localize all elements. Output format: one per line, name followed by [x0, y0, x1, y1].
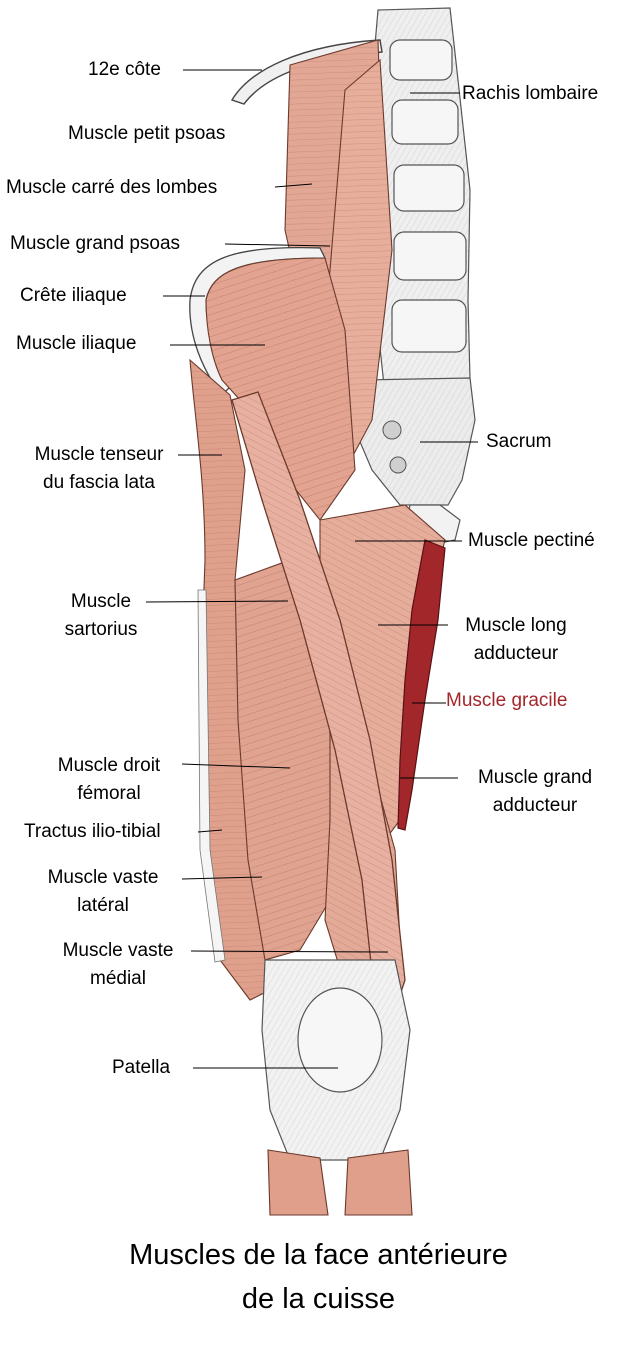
label-quadratus-lumborum: Muscle carré des lombes: [6, 177, 218, 198]
label-adductor-magnus-line1: Muscle grand: [477, 767, 593, 788]
label-iliacus: Muscle iliaque: [16, 333, 137, 354]
label-12th-rib: 12e côte: [88, 59, 161, 80]
label-vastus-lateralis-line2: latéral: [77, 895, 129, 916]
patella-knee: [261, 959, 411, 1161]
figure-title-line1: Muscles de la face antérieure: [129, 1239, 508, 1271]
label-sartorius: Muscle sartorius: [45, 588, 157, 644]
label-patella: Patella: [112, 1057, 171, 1078]
label-psoas-minor: Muscle petit psoas: [68, 123, 226, 144]
label-vastus-medialis-line2: médial: [90, 968, 146, 989]
label-gracilis: Muscle gracile: [446, 690, 568, 711]
label-iliotibial-tract: Tractus ilio-tibial: [24, 821, 161, 842]
label-vastus-lateralis: Muscle vaste latéral: [26, 864, 180, 920]
label-adductor-magnus-line2: adducteur: [492, 795, 578, 816]
label-adductor-longus-line1: Muscle long: [465, 615, 567, 636]
sacrum-bone: [354, 377, 476, 546]
label-adductor-magnus: Muscle grand adducteur: [460, 764, 610, 820]
lower-leg-medial: [344, 1149, 413, 1216]
label-sartorius-line2: sartorius: [64, 619, 138, 640]
label-sartorius-line1: Muscle: [70, 591, 132, 612]
label-tensor-line1: Muscle tenseur: [34, 444, 164, 465]
label-adductor-longus: Muscle long adducteur: [448, 612, 584, 668]
label-iliac-crest: Crête iliaque: [20, 285, 127, 306]
label-adductor-longus-line2: adducteur: [473, 643, 559, 664]
label-rectus-femoris: Muscle droit fémoral: [30, 752, 188, 808]
label-tensor-line2: du fascia lata: [43, 472, 155, 493]
label-tensor-fasciae-latae: Muscle tenseur du fascia lata: [6, 441, 192, 497]
label-rectus-line1: Muscle droit: [57, 755, 161, 776]
lumbar-spine: [371, 7, 471, 396]
label-sacrum: Sacrum: [486, 431, 552, 452]
label-lumbar-spine: Rachis lombaire: [462, 83, 599, 104]
label-vastus-lateralis-line1: Muscle vaste: [47, 867, 159, 888]
iliotibial-tract-shape: [197, 589, 226, 963]
figure-title-line2: de la cuisse: [241, 1283, 396, 1315]
label-psoas-major: Muscle grand psoas: [10, 233, 181, 254]
label-vastus-medialis-line1: Muscle vaste: [62, 940, 174, 961]
label-vastus-medialis: Muscle vaste médial: [40, 937, 196, 993]
lower-leg-lateral: [267, 1149, 329, 1216]
leader-lines: [145, 69, 478, 1069]
label-rectus-line2: fémoral: [77, 783, 141, 804]
label-pectineus: Muscle pectiné: [468, 530, 595, 551]
